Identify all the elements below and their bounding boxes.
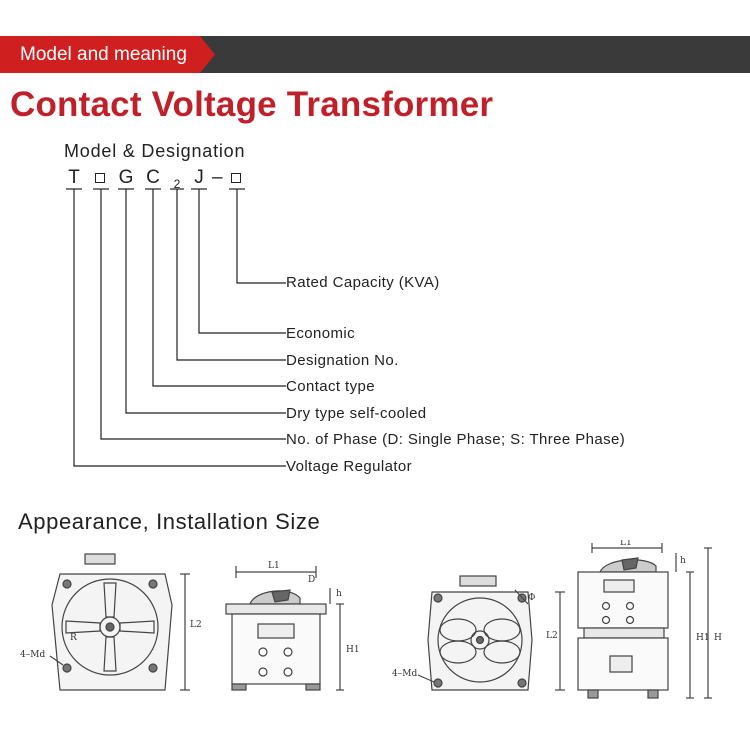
label-md-single: 4–Md <box>20 650 45 660</box>
appearance-heading: Appearance, Installation Size <box>18 509 321 534</box>
label-h-three: H <box>714 633 722 643</box>
label-h-small-single: h <box>336 589 342 599</box>
code-box-capacity <box>231 173 241 183</box>
drawing-three-side-view <box>577 543 712 699</box>
label-h1-three: H1 <box>696 633 710 643</box>
designation-economic: Economic <box>286 325 356 342</box>
model-heading: Model & Designation <box>64 141 246 161</box>
drawing-three-top-view <box>417 575 565 691</box>
designation-phase: No. of Phase (D: Single Phase; S: Three … <box>286 431 626 448</box>
designation-number: Designation No. <box>286 352 399 369</box>
label-l2-single: L2 <box>190 620 202 630</box>
code-dash: – <box>212 167 223 188</box>
designation-voltage-regulator: Voltage Regulator <box>286 458 413 475</box>
drawing-single-side-view <box>225 566 344 691</box>
code-t: T <box>68 167 80 188</box>
designation-rated-capacity: Rated Capacity (KVA) <box>286 274 440 291</box>
label-h1-single: H1 <box>346 645 360 655</box>
designation-dry-type: Dry type self-cooled <box>286 405 427 422</box>
label-phi: Φ <box>528 593 535 603</box>
label-md-three: 4–Md <box>392 669 417 679</box>
label-r: R <box>70 633 77 643</box>
designation-leader-lines <box>66 188 286 467</box>
label-l2-three: L2 <box>546 631 558 641</box>
code-g: G <box>118 167 134 188</box>
label-l1-three: L1 <box>620 540 632 548</box>
designation-contact-type: Contact type <box>286 378 376 395</box>
drawing-single-top-view <box>49 553 190 691</box>
code-sub: 2 <box>173 177 181 191</box>
code-j: J <box>194 167 204 188</box>
code-box-phase <box>95 173 105 183</box>
header-tab <box>0 36 215 73</box>
label-l1-single: L1 <box>268 561 280 571</box>
label-d: D <box>308 575 315 585</box>
page-title: Contact Voltage Transformer <box>10 85 494 124</box>
header-label: Model and meaning <box>20 44 187 65</box>
installation-drawings: L2 4–Md R L1 D h H1 L2 Φ 4–Md L1 h H1 H <box>20 540 722 699</box>
label-h-small-three: h <box>680 556 686 566</box>
code-c: C <box>146 167 160 188</box>
